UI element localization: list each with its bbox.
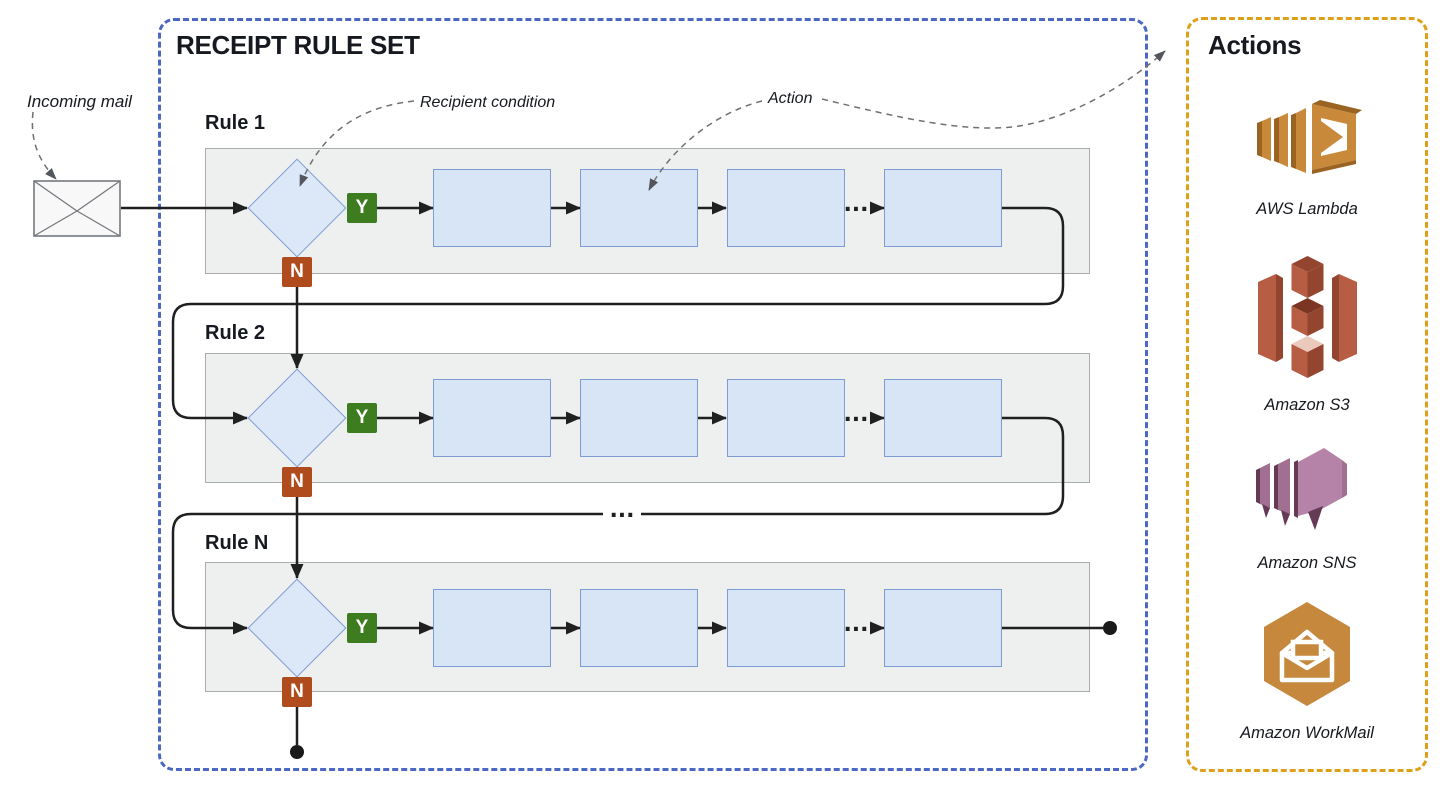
rule-1-no-badge: N xyxy=(282,257,312,287)
rule-n-action-box-3 xyxy=(727,589,845,667)
amazon-workmail-label: Amazon WorkMail xyxy=(1240,724,1374,742)
receipt-rule-set-box xyxy=(158,18,1148,771)
actions-title: Actions xyxy=(1208,30,1302,60)
amazon-workmail-icon xyxy=(1264,602,1350,706)
aws-lambda-label: AWS Lambda xyxy=(1256,200,1358,218)
rule-2-action-box-2 xyxy=(580,379,698,457)
rule-2-action-box-3 xyxy=(727,379,845,457)
amazon-s3-icon xyxy=(1258,256,1357,378)
rule-1-action-box-4 xyxy=(884,169,1002,247)
rule-2-no-badge: N xyxy=(282,467,312,497)
rule-2-action-box-1 xyxy=(433,379,551,457)
rule-n-action-box-1 xyxy=(433,589,551,667)
annotation-action-label: Action xyxy=(768,90,813,107)
rule-1-action-box-2 xyxy=(580,169,698,247)
incoming-mail-envelope-icon xyxy=(33,180,121,237)
rule-n-yes-badge: Y xyxy=(347,613,377,643)
rule-1-yes-badge: Y xyxy=(347,193,377,223)
aws-lambda-icon xyxy=(1257,100,1362,174)
incoming-mail-pointer xyxy=(31,111,57,180)
rule-n-action-box-4 xyxy=(884,589,1002,667)
rule-2-action-box-4 xyxy=(884,379,1002,457)
rule-1-action-box-1 xyxy=(433,169,551,247)
rule-n-no-badge: N xyxy=(282,677,312,707)
amazon-s3-label: Amazon S3 xyxy=(1264,396,1350,414)
incoming-mail-label: Incoming mail xyxy=(27,92,132,111)
rule-1-label: Rule 1 xyxy=(205,112,266,134)
amazon-sns-icon xyxy=(1256,448,1347,530)
rule-1-action-box-3 xyxy=(727,169,845,247)
amazon-sns-label: Amazon SNS xyxy=(1257,554,1357,572)
annotation-recipient-condition-label: Recipient condition xyxy=(420,94,556,111)
rule-n-action-box-2 xyxy=(580,589,698,667)
receipt-rule-set-title: RECEIPT RULE SET xyxy=(176,30,420,60)
rule-2-yes-badge: Y xyxy=(347,403,377,433)
actions-box xyxy=(1186,17,1428,772)
rule-n-label: Rule N xyxy=(205,532,269,554)
rule-2-label: Rule 2 xyxy=(205,322,266,344)
